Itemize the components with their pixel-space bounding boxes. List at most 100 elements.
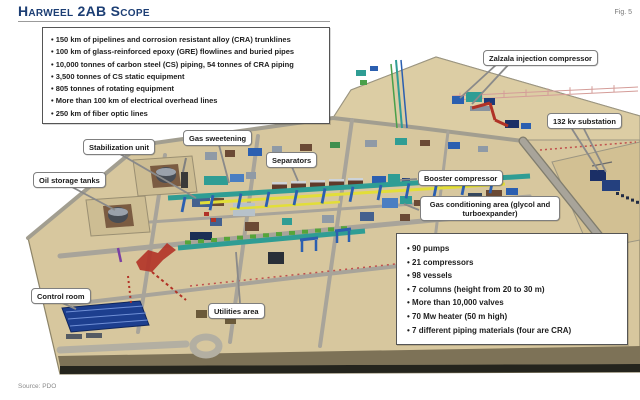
- equipment-unit: [248, 148, 262, 156]
- vertical-pipe: [236, 193, 243, 209]
- pipe-run: [494, 118, 509, 128]
- equipment-unit: [329, 179, 344, 189]
- equipment-unit: [382, 198, 398, 208]
- equipment-unit: [300, 144, 312, 151]
- pipe-run: [299, 236, 319, 242]
- equipment-bullet-item: 21 compressors: [407, 256, 617, 270]
- turnaround-loop-road: [189, 333, 223, 359]
- equipment-unit: [181, 172, 188, 188]
- utilities-unit: [250, 234, 256, 239]
- equipment-unit: [360, 80, 367, 85]
- label-control-room: Control room: [31, 288, 91, 304]
- equipment-unit: [190, 232, 212, 240]
- equipment-unit: [590, 170, 606, 181]
- equipment-bullet-item: More than 10,000 valves: [407, 296, 617, 310]
- equipment-unit: [348, 178, 363, 181]
- equipment-unit: [291, 181, 306, 184]
- pipe-run: [151, 271, 187, 301]
- vertical-pipe: [292, 189, 299, 206]
- vertical-pipe: [264, 191, 271, 208]
- label-132kv-substation: 132 kv substation: [547, 113, 622, 129]
- flare-pit: [136, 243, 176, 272]
- equipment-unit: [268, 252, 284, 264]
- terrain-edge-line: [60, 364, 640, 374]
- vertical-pipe: [208, 194, 215, 211]
- equipment-unit: [420, 140, 430, 146]
- equipment-unit: [282, 218, 292, 225]
- equipment-unit: [225, 316, 236, 324]
- label-stabilization-unit: Stabilization unit: [83, 139, 155, 155]
- pipe-run: [65, 305, 144, 313]
- utilities-unit: [198, 239, 204, 244]
- equipment-unit: [204, 176, 228, 185]
- equipment-unit: [329, 179, 344, 182]
- equipment-unit: [466, 92, 482, 102]
- equipment-unit: [452, 96, 464, 104]
- substation-structure: [626, 196, 629, 200]
- equipment-unit: [322, 215, 334, 223]
- pipe-run: [67, 312, 147, 320]
- equipment-unit: [310, 180, 325, 183]
- utilities-unit: [185, 240, 191, 245]
- pipe-run: [116, 247, 123, 263]
- utilities-unit: [224, 236, 230, 241]
- equipment-unit: [245, 222, 259, 231]
- pipe-run: [177, 228, 366, 251]
- access-road: [56, 340, 190, 354]
- substation-structure: [616, 192, 619, 195]
- scope-callout-box: 150 km of pipelines and corrosion resist…: [42, 27, 330, 124]
- scope-bullet-item: 3,500 tonnes of CS static equipment: [51, 71, 321, 83]
- label-oil-storage-tanks: Oil storage tanks: [33, 172, 106, 188]
- equipment-unit: [602, 180, 620, 191]
- vertical-pipe: [320, 188, 327, 204]
- substation-structure: [621, 194, 624, 198]
- title-rule: [18, 21, 330, 22]
- equipment-unit: [448, 142, 460, 149]
- vertical-pipe: [376, 184, 383, 201]
- terrain-edge-band: [58, 346, 640, 366]
- equipment-unit: [66, 334, 82, 339]
- substation-structure: [636, 200, 639, 204]
- figure-title: Harweel 2AB Scope: [18, 3, 150, 19]
- overhead-lines: [451, 85, 639, 101]
- vertical-pipe: [348, 186, 355, 203]
- scope-bullet-item: 150 km of pipelines and corrosion resist…: [51, 34, 321, 46]
- pipe-run: [488, 102, 497, 121]
- equipment-unit: [246, 172, 256, 179]
- equipment-unit: [484, 98, 495, 105]
- equipment-unit: [360, 212, 374, 221]
- equipment-unit: [521, 123, 531, 129]
- equipment-unit: [272, 182, 287, 185]
- equipment-unit: [372, 176, 386, 185]
- pipe-run: [400, 59, 408, 129]
- equipment-unit: [388, 174, 400, 182]
- utilities-unit: [302, 229, 308, 234]
- vertical-pipe: [180, 196, 187, 213]
- substation-plateau: [551, 141, 640, 251]
- equipment-unit: [370, 66, 378, 71]
- pipe-run: [182, 157, 187, 173]
- utilities-unit: [289, 230, 295, 235]
- equipment-unit: [505, 120, 519, 128]
- equipment-unit: [196, 310, 207, 318]
- vertical-pipe: [404, 183, 411, 199]
- equipment-unit: [365, 140, 377, 147]
- equipment-unit: [272, 182, 287, 192]
- equipment-callout-box: 90 pumps21 compressors98 vessels7 column…: [396, 233, 628, 345]
- equipment-bullet-item: 70 Mw heater (50 m high): [407, 310, 617, 324]
- equipment-unit: [400, 196, 412, 204]
- equipment-bullet-item: 90 pumps: [407, 242, 617, 256]
- pipe-run: [334, 227, 352, 233]
- label-gas-conditioning-area: Gas conditioning area (glycol and turboe…: [420, 196, 560, 221]
- equipment-unit: [310, 180, 325, 190]
- scope-bullet-item: More than 100 km of electrical overhead …: [51, 95, 321, 107]
- utilities-unit: [211, 238, 217, 243]
- scope-bullet-item: 100 km of glass-reinforced epoxy (GRE) f…: [51, 46, 321, 58]
- equipment-unit: [506, 188, 518, 195]
- label-booster-compressor: Booster compressor: [418, 170, 504, 186]
- scope-bullet-item: 10,000 tonnes of carbon steel (CS) pipin…: [51, 59, 321, 71]
- scope-bullet-item: 250 km of fiber optic lines: [51, 108, 321, 120]
- source-credit: Source: PDO: [18, 383, 57, 390]
- pipe-run: [390, 63, 398, 129]
- equipment-unit: [356, 70, 366, 76]
